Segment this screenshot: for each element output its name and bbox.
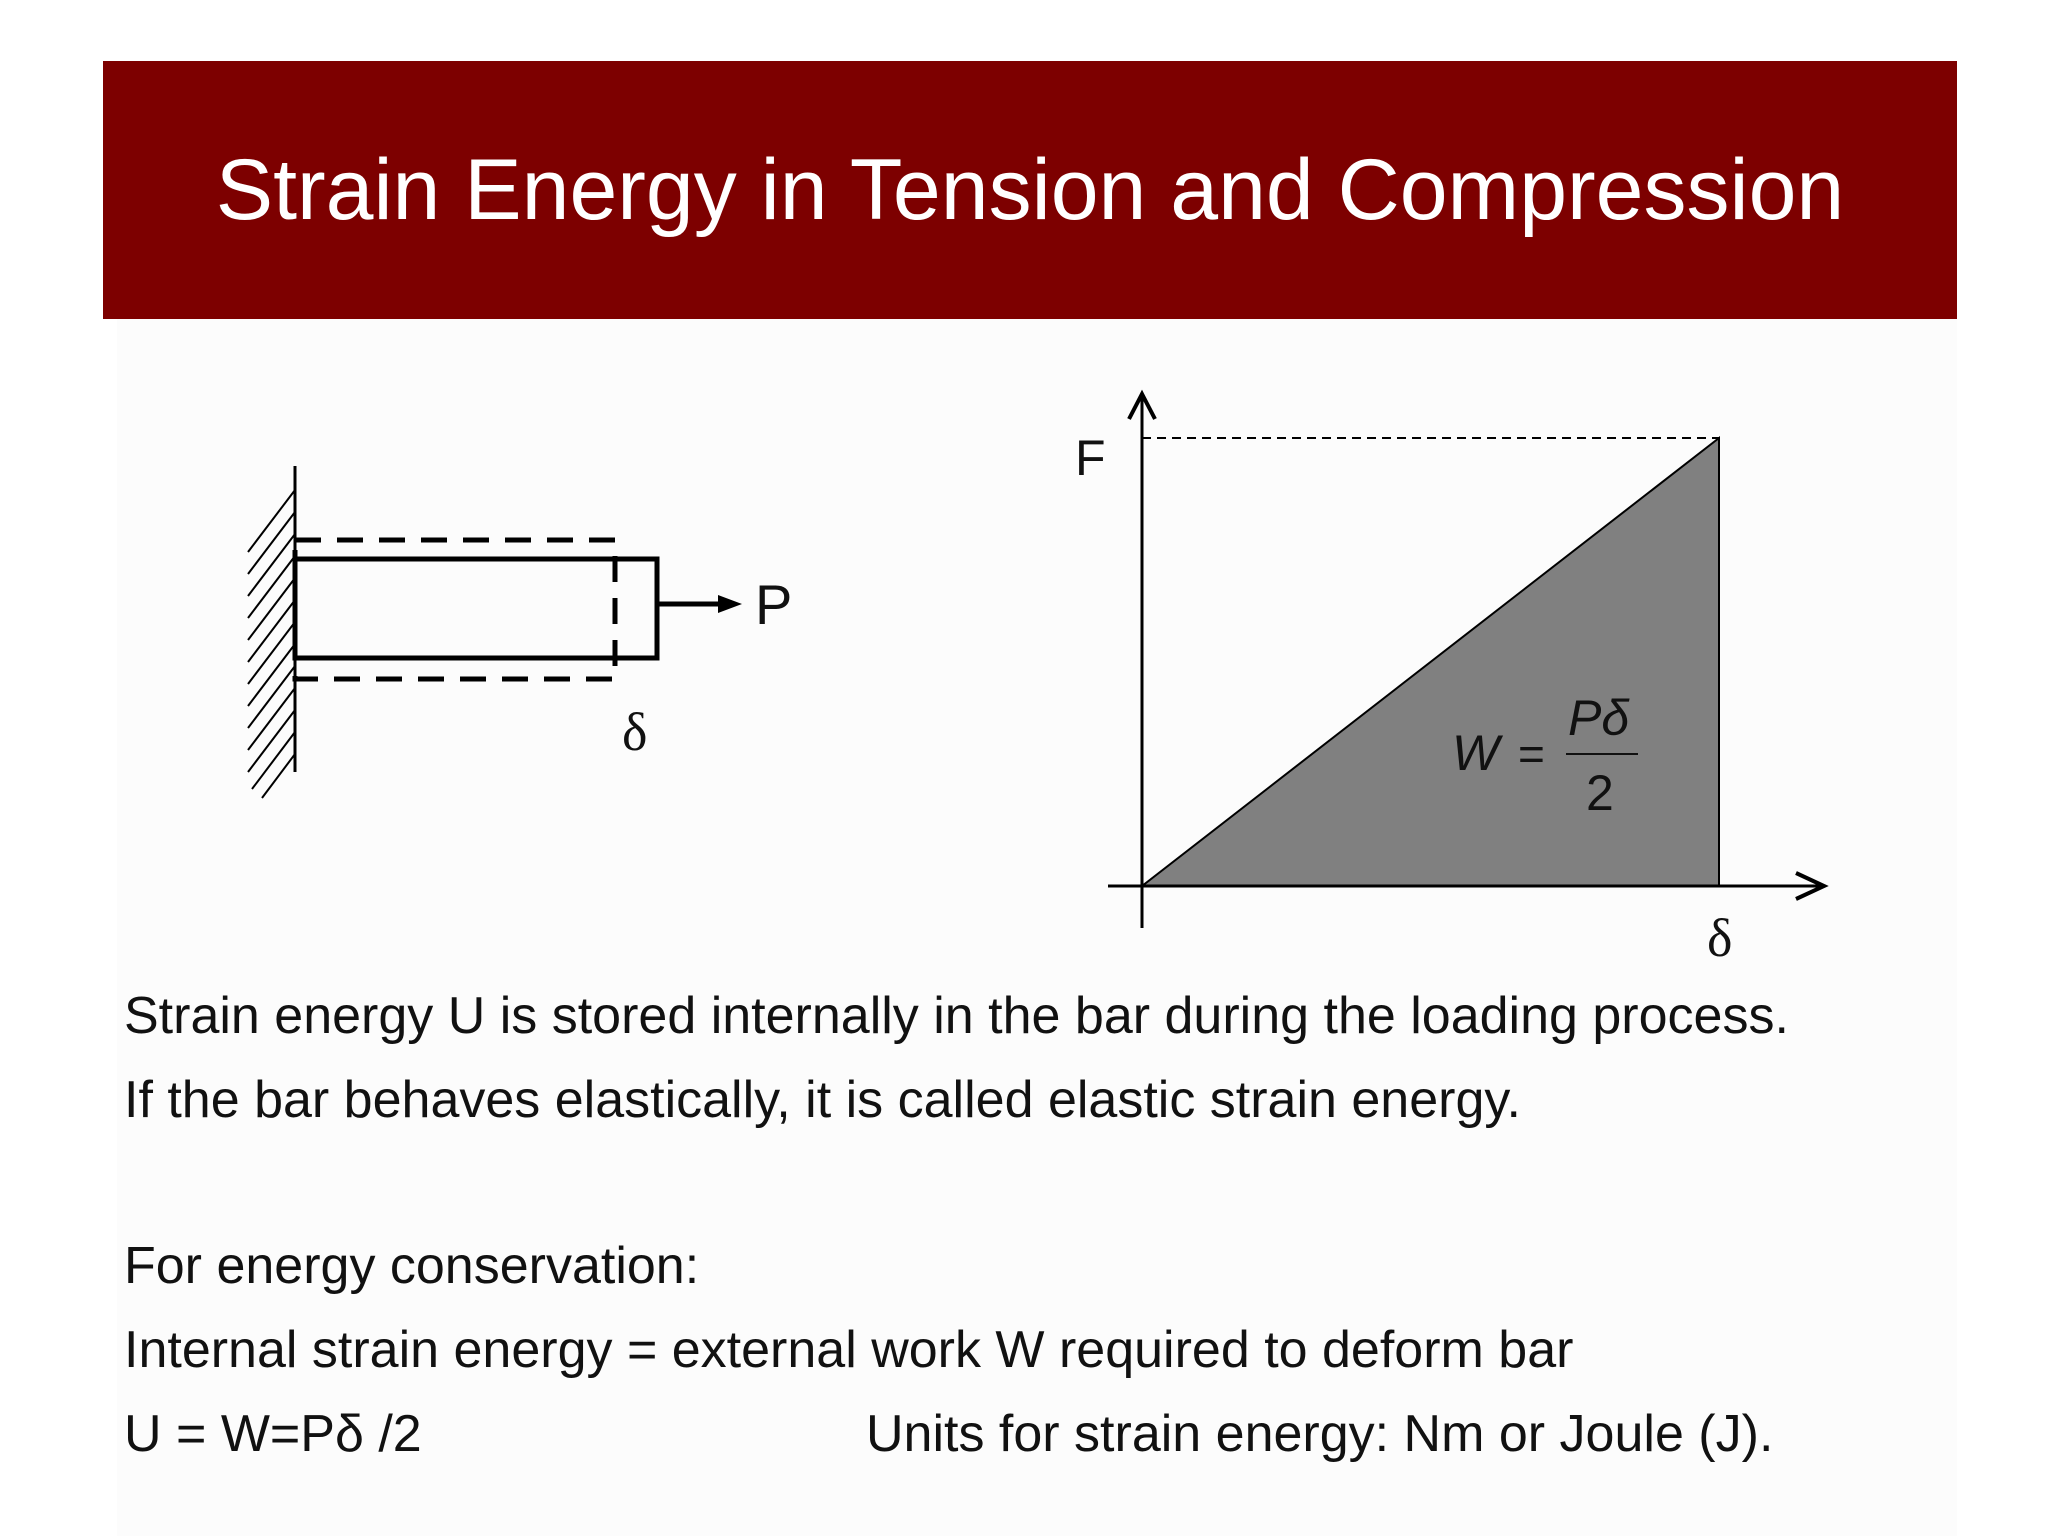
body-line-5: U = W=Pδ /2 Units for strain energy: Nm …: [124, 1392, 1924, 1476]
x-axis-arrowhead: [1795, 871, 1829, 901]
body-line-4: Internal strain energy = external work W…: [124, 1321, 1574, 1379]
y-axis-label: F: [1075, 430, 1106, 486]
load-arrow-head: [718, 595, 742, 613]
elongation-label: δ: [622, 702, 647, 762]
title-bar: Strain Energy in Tension and Compression: [103, 61, 1957, 319]
body-line-1: Strain energy U is stored internally in …: [124, 987, 1789, 1045]
work-formula: W = Pδ 2: [1452, 690, 1638, 821]
body-paragraph-1: Strain energy U is stored internally in …: [124, 974, 1789, 1142]
wall-hatching: [247, 489, 296, 799]
work-area-triangle: [1139, 435, 1720, 887]
formula-equals: =: [1518, 728, 1545, 780]
slide-title: Strain Energy in Tension and Compression: [215, 142, 1845, 238]
body-paragraph-2: For energy conservation: Internal strain…: [124, 1224, 1924, 1484]
body-line-2: If the bar behaves elastically, it is ca…: [124, 1071, 1521, 1129]
formula-denominator: 2: [1586, 765, 1614, 821]
units-note: Units for strain energy: Nm or Joule (J)…: [866, 1405, 1774, 1463]
bar-figure: P δ: [247, 466, 792, 799]
formula-lhs: W: [1452, 725, 1504, 781]
load-label: P: [755, 573, 792, 636]
energy-equation: U = W=Pδ /2: [124, 1405, 422, 1463]
formula-numerator: Pδ: [1568, 690, 1630, 746]
force-deflection-graph: F δ W = Pδ 2: [1075, 389, 1829, 968]
body-line-3: For energy conservation:: [124, 1237, 700, 1295]
x-axis-label: δ: [1707, 908, 1732, 968]
elongated-bar: [292, 556, 660, 661]
y-axis-arrowhead: [1127, 389, 1157, 420]
